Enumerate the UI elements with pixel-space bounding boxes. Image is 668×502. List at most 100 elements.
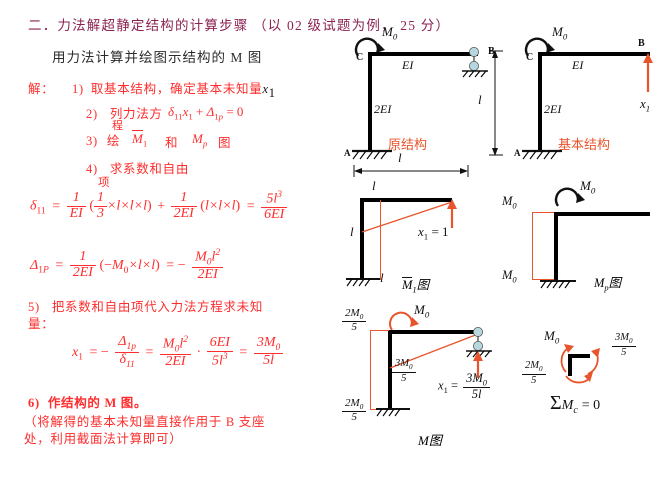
step-6-note-line2: 处，利用截面法计算即可） xyxy=(24,432,183,446)
label-moment-m0: M0 xyxy=(414,302,430,320)
roller-support-b xyxy=(466,327,492,358)
solution-prefix-label: 解： xyxy=(28,82,55,96)
label-eq-m0: M0 xyxy=(544,328,560,346)
step-4-num: 4) xyxy=(86,162,98,176)
label-column-stiffness: 2EI xyxy=(374,102,392,116)
fixed-support-a xyxy=(522,149,562,160)
step-3-m1bar: M1 xyxy=(132,130,148,149)
fixed-support-a xyxy=(352,149,392,160)
label-beam-stiffness: EI xyxy=(572,58,584,72)
node-label-c: C xyxy=(356,52,364,63)
column-member xyxy=(538,52,542,150)
moment-arrow-icon xyxy=(554,187,585,207)
step-2-text: 列力法方 xyxy=(109,107,163,121)
step-3-mp: Mp xyxy=(192,131,208,149)
node-label-a: A xyxy=(514,148,521,158)
force-method-equation: δ11x1 + Δ1p = 0 xyxy=(168,104,244,122)
step-1-num: 1) xyxy=(72,82,84,96)
beam-member xyxy=(360,198,452,202)
step-1: 1) 取基本结构，确定基本未知量x1 xyxy=(72,78,276,101)
m-beam-diagonal xyxy=(389,333,479,369)
moment-ordinate-vertical xyxy=(380,200,382,280)
step-3-text: 绘 xyxy=(106,134,121,148)
step-5-text: 把系数和自由项代入力法方程求未知 xyxy=(51,300,264,314)
figure-basic-structure: M0 C EI 2EI B x1 A 基本结构 xyxy=(510,24,668,160)
column-member xyxy=(368,52,372,150)
label-moment-m0-top: M0 xyxy=(580,178,596,196)
fixed-support xyxy=(346,278,380,287)
label-mp-bottom-value: M0 xyxy=(502,268,517,285)
m-ordinate-left-line xyxy=(370,330,372,410)
step-6: 6) 作结构的 M 图。 xyxy=(28,392,147,412)
joint-column-stub xyxy=(568,354,572,376)
step-2-wrap: 程 xyxy=(112,120,124,132)
step-6-text: 作结构的 M 图。 xyxy=(47,396,148,410)
joint-beam-stub xyxy=(568,354,590,358)
moment-arrow-icon xyxy=(389,311,419,331)
column-member xyxy=(360,198,364,278)
fixed-support xyxy=(540,280,576,289)
label-column-stiffness: 2EI xyxy=(544,102,562,116)
beam-member xyxy=(388,330,480,334)
label-mp-top-value: M0 xyxy=(502,194,517,211)
beam-member xyxy=(538,52,650,56)
label-sum-moments: ΣMc = 0 xyxy=(550,392,601,417)
step-4: 4) 求系数和自由 xyxy=(86,158,189,178)
step-3-tail: 图 xyxy=(218,136,232,150)
step-1-symbol-sub: 1 xyxy=(268,86,276,101)
column-member xyxy=(388,330,392,408)
figure-m1bar-diagram: l l l x1 = 1 M1图 xyxy=(340,178,500,295)
moment-arrow-icon xyxy=(524,37,555,57)
step-5: 5) 把系数和自由项代入力法方程求未知 xyxy=(28,296,263,316)
unit-force-arrow xyxy=(447,199,457,228)
label-l-left: l xyxy=(350,224,354,239)
column-member xyxy=(554,212,558,280)
step-6-note-line1: （将解得的基本未知量直接作用于 B 支座 xyxy=(24,415,266,429)
solution-prefix: 解： xyxy=(28,78,54,98)
dimension-horizontal-label: l xyxy=(398,150,402,165)
label-l-top: l xyxy=(372,178,376,193)
label-moment-m0: M0 xyxy=(552,24,568,42)
label-l-bottom: l xyxy=(380,270,384,285)
node-label-b: B xyxy=(638,38,645,49)
fixed-support xyxy=(376,408,410,417)
mp-ordinate-bottom-tick xyxy=(532,279,554,281)
step-6-num: 6) xyxy=(28,396,40,410)
dimension-vertical-label: l xyxy=(478,92,482,107)
moment-arrow-icon xyxy=(354,37,385,57)
m-ordinate-left-top-tick xyxy=(370,330,389,332)
moment-diagram-lines xyxy=(361,201,453,233)
caption-m1bar: M1图 xyxy=(402,277,430,295)
page-title: 二．力法解超静定结构的计算步骤 （以 02 级试题为例， 25 分） xyxy=(28,18,451,33)
roller-support-b xyxy=(462,47,488,78)
page-subtitle: 用力法计算并绘图示结构的 M 图 xyxy=(52,50,263,65)
step-2: 2) 列力法方 xyxy=(86,103,163,123)
step-4-text: 求系数和自由 xyxy=(109,162,190,176)
step-3-conj: 和 xyxy=(165,136,179,150)
caption-mp: Mp图 xyxy=(594,276,622,293)
dimension-horizontal xyxy=(353,165,469,177)
step-3: 3) 绘 xyxy=(86,130,120,150)
caption-m-final: M图 xyxy=(418,433,442,448)
node-label-c: C xyxy=(526,52,534,63)
mp-ordinate-line xyxy=(532,212,534,280)
step-5-num: 5) xyxy=(28,300,40,314)
caption-original-structure: 原结构 xyxy=(388,137,428,152)
beam-member xyxy=(554,212,650,216)
node-label-a: A xyxy=(344,148,351,158)
step-4-wrap: 项 xyxy=(98,177,111,189)
equilibrium-moment-arrows xyxy=(560,344,600,384)
caption-basic-structure: 基本结构 xyxy=(558,137,611,152)
label-beam-stiffness: EI xyxy=(402,58,414,72)
step-1-text: 取基本结构，确定基本未知量 xyxy=(90,82,263,96)
